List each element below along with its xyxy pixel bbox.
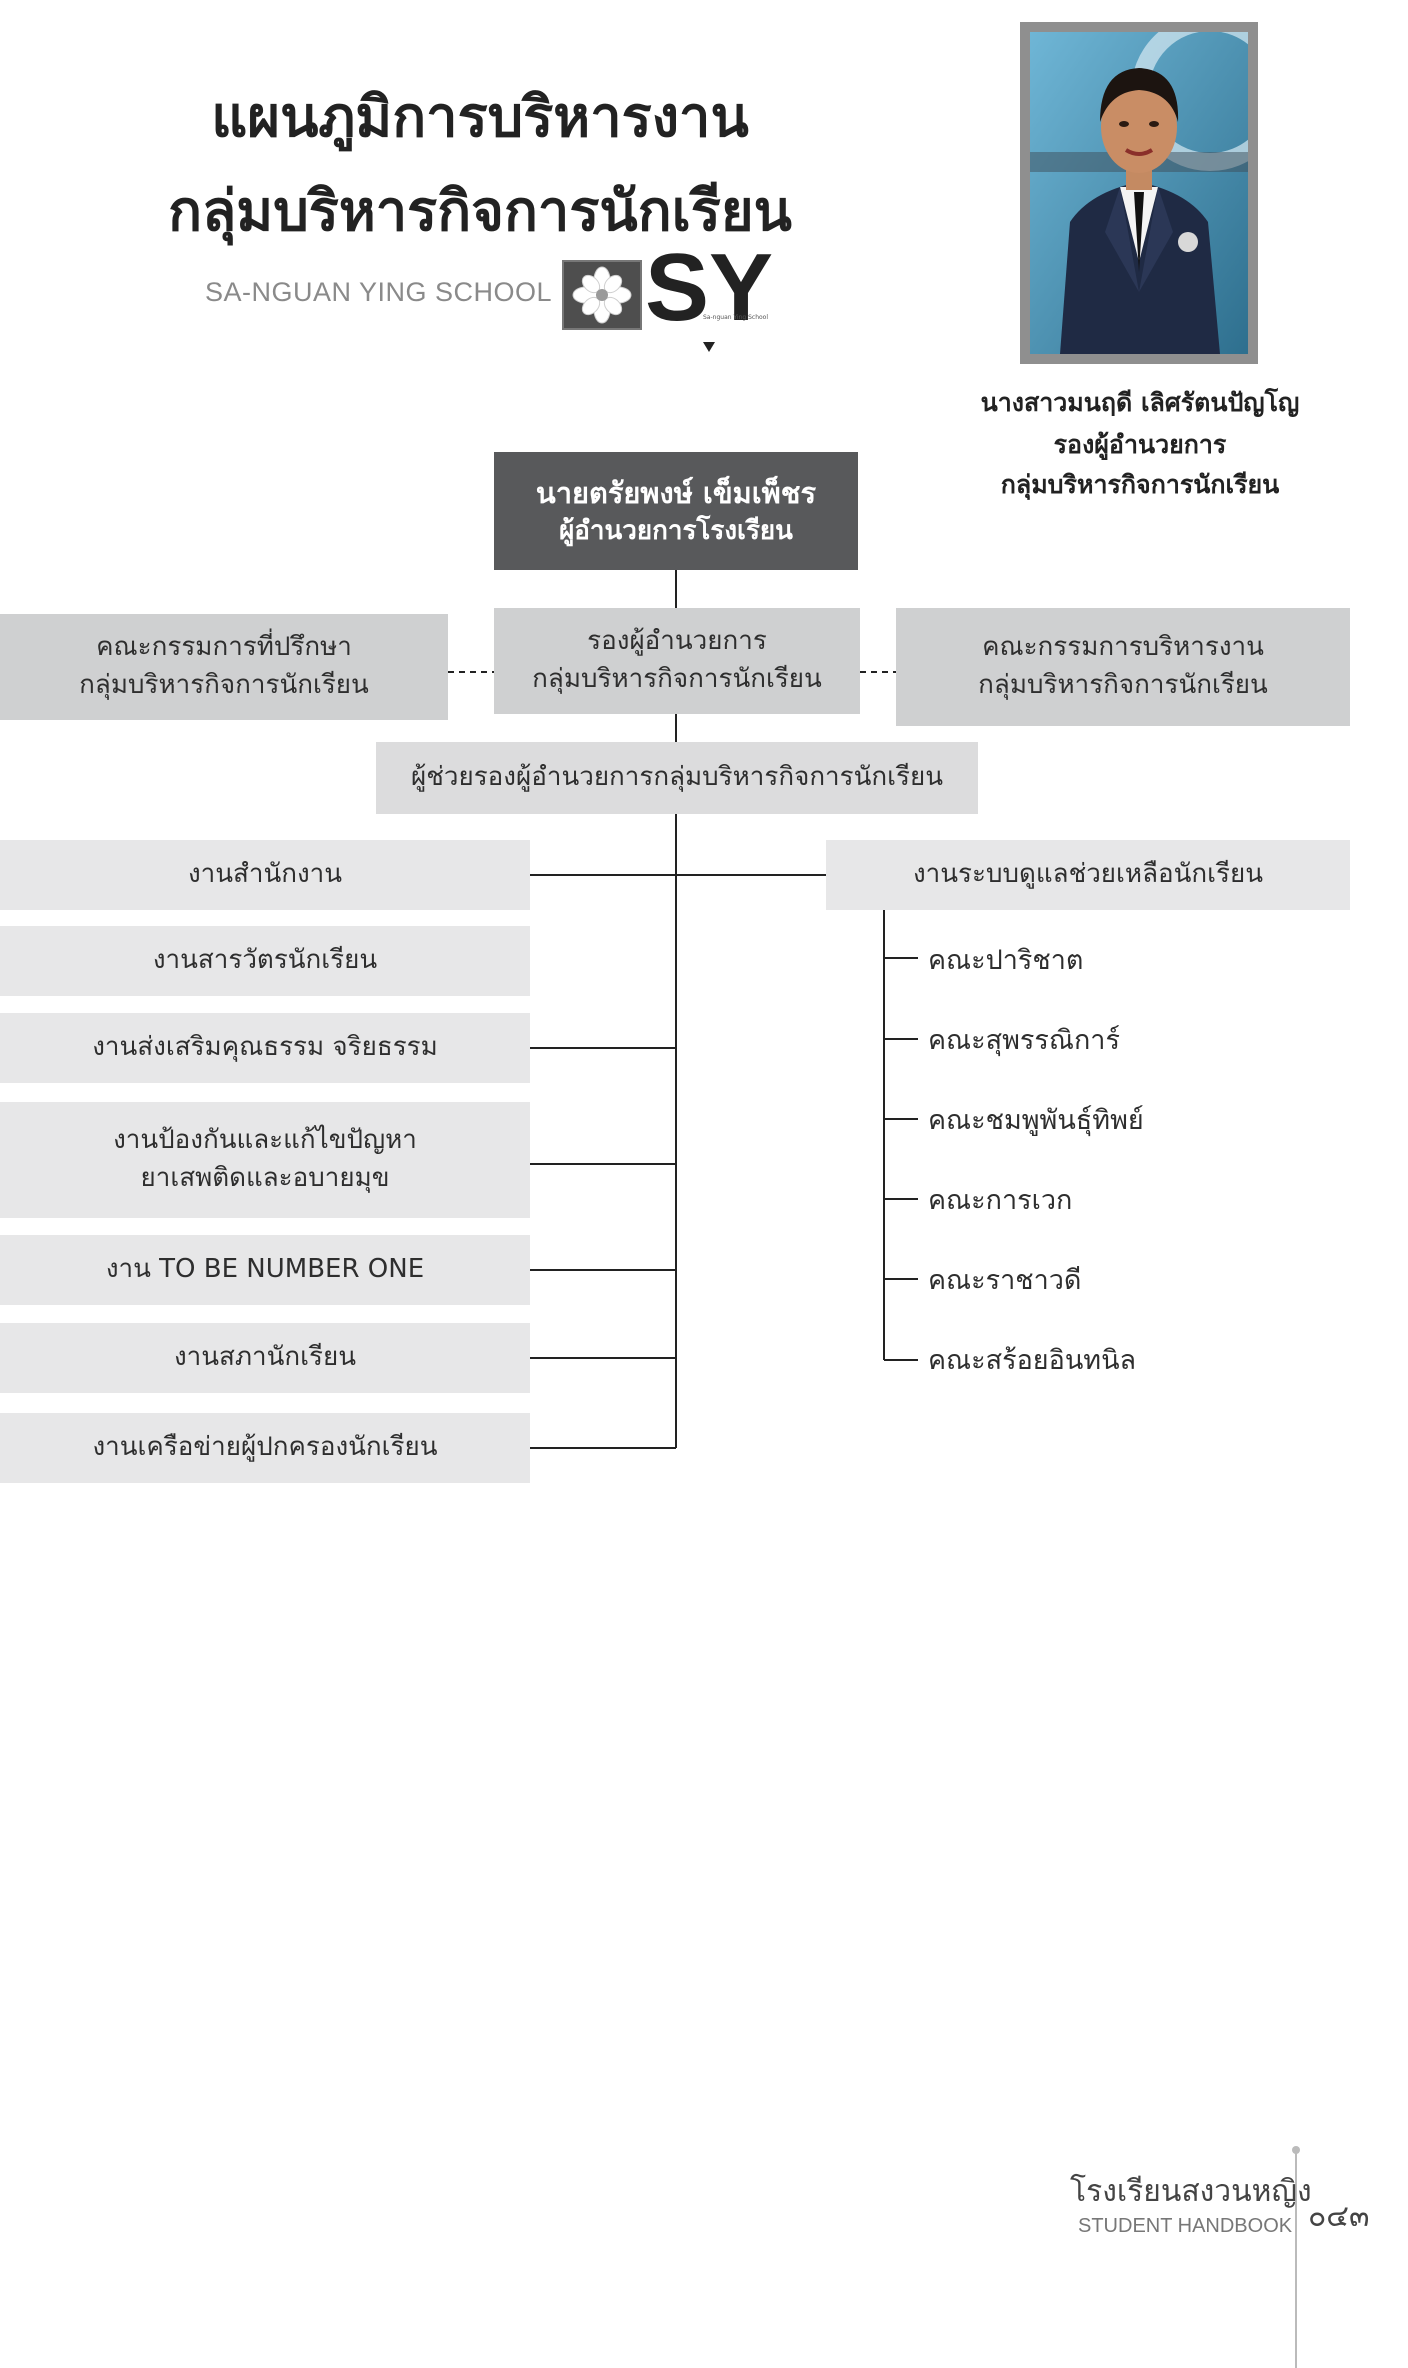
management-line-2: กลุ่มบริหารกิจการนักเรียน xyxy=(978,670,1268,700)
sub-committee-label: คณะการเวก xyxy=(928,1185,1073,1216)
sy-logo: SY Sa-nguan Ying School xyxy=(645,240,773,360)
advisory-committee-box: คณะกรรมการที่ปรึกษา กลุ่มบริหารกิจการนัก… xyxy=(0,614,448,720)
task-label: งานสภานักเรียน xyxy=(173,1342,357,1373)
flower-logo-icon xyxy=(562,260,642,330)
portrait-position: รองผู้อำนวยการ xyxy=(1053,430,1227,459)
page-number: ๐๔๓ xyxy=(1308,2199,1370,2234)
sub-committee-label: คณะราชาวดี xyxy=(928,1265,1082,1296)
deputy-director-box: รองผู้อำนวยการ กลุ่มบริหารกิจการนักเรียน xyxy=(494,608,860,714)
portrait-frame xyxy=(1020,22,1258,364)
footer-school-name: โรงเรียนสงวนหญิง xyxy=(1070,2174,1312,2209)
task-box: งานสำนักงาน xyxy=(0,840,530,910)
advisory-line-1: คณะกรรมการที่ปรึกษา xyxy=(96,632,352,663)
task-label: งานป้องกันและแก้ไขปัญหา xyxy=(113,1125,417,1156)
sy-logo-small-text: Sa-nguan Ying School xyxy=(703,314,769,321)
task-label: งาน TO BE NUMBER ONE xyxy=(105,1254,425,1285)
sub-committee-label: คณะปาริชาต xyxy=(928,945,1084,976)
portrait-name: นางสาวมนฤดี เลิศรัตนปัญโญ xyxy=(980,388,1300,417)
sub-committee-label: คณะสร้อยอินทนิล xyxy=(928,1345,1137,1376)
director-title: ผู้อำนวยการโรงเรียน xyxy=(559,516,793,547)
assistant-deputy-label: ผู้ช่วยรองผู้อำนวยการกลุ่มบริหารกิจการนั… xyxy=(411,762,943,793)
assistant-deputy-box: ผู้ช่วยรองผู้อำนวยการกลุ่มบริหารกิจการนั… xyxy=(376,742,978,814)
task-box: งาน TO BE NUMBER ONE xyxy=(0,1235,530,1305)
school-name-en: SA-NGUAN YING SCHOOL xyxy=(205,277,553,307)
task-box: งานเครือข่ายผู้ปกครองนักเรียน xyxy=(0,1413,530,1483)
task-box: งานป้องกันและแก้ไขปัญหา ยาเสพติดและอบายม… xyxy=(0,1102,530,1218)
portrait-group: กลุ่มบริหารกิจการนักเรียน xyxy=(1000,470,1280,499)
task-label: งานสารวัตรนักเรียน xyxy=(152,945,378,976)
sy-logo-initials: SY xyxy=(645,234,774,341)
management-committee-box: คณะกรรมการบริหารงาน กลุ่มบริหารกิจการนัก… xyxy=(896,608,1350,726)
task-box: งานส่งเสริมคุณธรรม จริยธรรม xyxy=(0,1013,530,1083)
task-box: งานสารวัตรนักเรียน xyxy=(0,926,530,996)
portrait-photo xyxy=(1030,32,1248,354)
deputy-line-1: รองผู้อำนวยการ xyxy=(587,626,767,657)
sub-committee-label: คณะสุพรรณิการ์ xyxy=(928,1025,1120,1056)
chart-title-line-2: กลุ่มบริหารกิจการนักเรียน xyxy=(168,179,792,244)
director-name: นายตรัยพงษ์ เข็มเพ็ชร xyxy=(535,475,817,510)
student-care-system-box: งานระบบดูแลช่วยเหลือนักเรียน xyxy=(826,840,1350,910)
chart-title-line-1: แผนภูมิการบริหารงาน xyxy=(211,85,749,150)
management-line-1: คณะกรรมการบริหารงาน xyxy=(982,632,1264,663)
task-box: งานสภานักเรียน xyxy=(0,1323,530,1393)
task-label: งานเครือข่ายผู้ปกครองนักเรียน xyxy=(92,1432,438,1463)
triangle-down-icon xyxy=(703,342,715,352)
task-label: งานส่งเสริมคุณธรรม จริยธรรม xyxy=(92,1032,438,1063)
task-label: งานสำนักงาน xyxy=(187,859,343,890)
student-care-system-label: งานระบบดูแลช่วยเหลือนักเรียน xyxy=(912,859,1263,890)
footer-handbook: STUDENT HANDBOOK xyxy=(1078,2215,1293,2237)
director-box: นายตรัยพงษ์ เข็มเพ็ชร ผู้อำนวยการโรงเรีย… xyxy=(494,452,858,570)
advisory-line-2: กลุ่มบริหารกิจการนักเรียน xyxy=(79,670,369,700)
task-label-line-2: ยาเสพติดและอบายมุข xyxy=(140,1163,390,1193)
deputy-line-2: กลุ่มบริหารกิจการนักเรียน xyxy=(532,664,822,694)
sub-committee-label: คณะชมพูพันธุ์ทิพย์ xyxy=(928,1105,1144,1136)
